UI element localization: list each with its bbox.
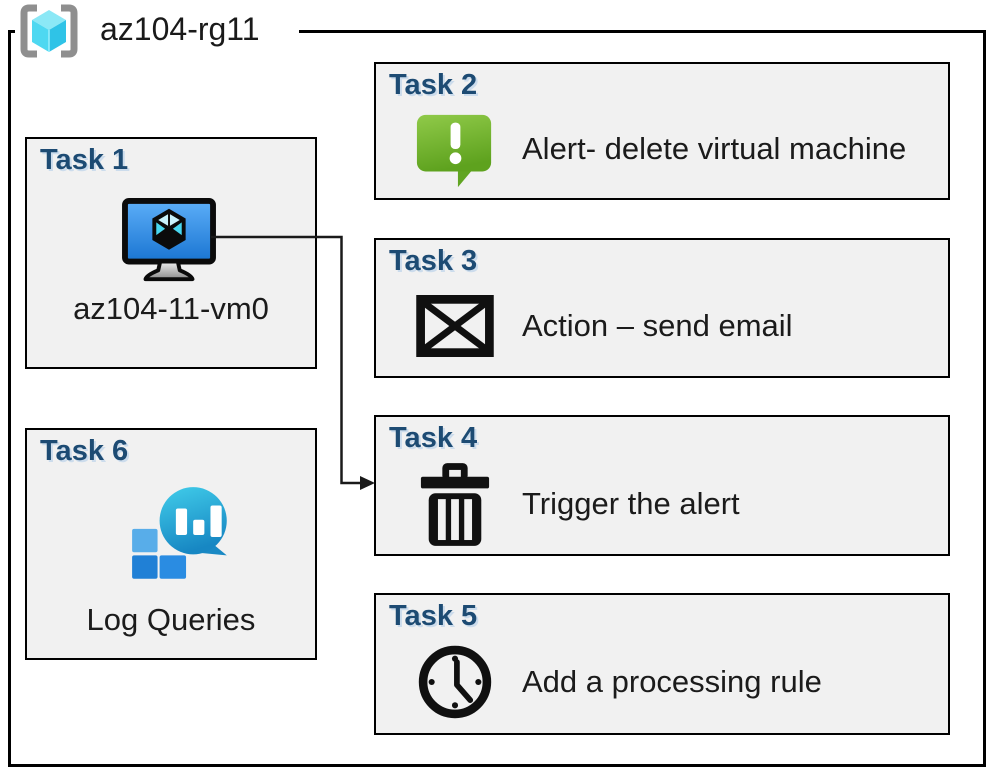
trash-icon: [420, 462, 490, 546]
alert-message-icon: [416, 114, 492, 188]
task2-title: Task 2: [389, 69, 478, 101]
task5-title: Task 5: [389, 600, 478, 632]
task1-box: Task 1 az104-11-vm0: [25, 137, 317, 369]
virtual-machine-icon: [122, 197, 216, 282]
task4-box: Task 4 Trigger the alert: [374, 415, 950, 556]
email-envelope-icon: [416, 295, 494, 357]
task3-box: Task 3 Action – send email: [374, 238, 950, 378]
task5-box: Task 5 Add a processing rule: [374, 593, 950, 735]
log-analytics-icon: [132, 487, 227, 579]
task6-log-queries-label: Log Queries: [86, 602, 256, 637]
task4-title: Task 4: [389, 422, 478, 454]
task2-box: Task 2 Alert- delete virtual machine: [374, 62, 950, 200]
task1-vm-label: az104-11-vm0: [73, 291, 269, 326]
frame-title-gap: [15, 26, 299, 37]
task1-title: Task 1: [40, 144, 129, 176]
task6-title: Task 6: [40, 435, 129, 467]
task3-action-label: Action – send email: [522, 308, 793, 343]
clock-icon: [418, 645, 492, 719]
task4-trigger-label: Trigger the alert: [522, 485, 740, 521]
task3-title: Task 3: [389, 245, 478, 277]
task6-box: Task 6 Log Queries: [25, 428, 317, 660]
resource-group-icon: [20, 4, 78, 58]
resource-group-label: az104-rg11: [100, 11, 260, 47]
task2-alert-label: Alert- delete virtual machine: [522, 131, 907, 166]
task5-processing-label: Add a processing rule: [522, 664, 822, 699]
